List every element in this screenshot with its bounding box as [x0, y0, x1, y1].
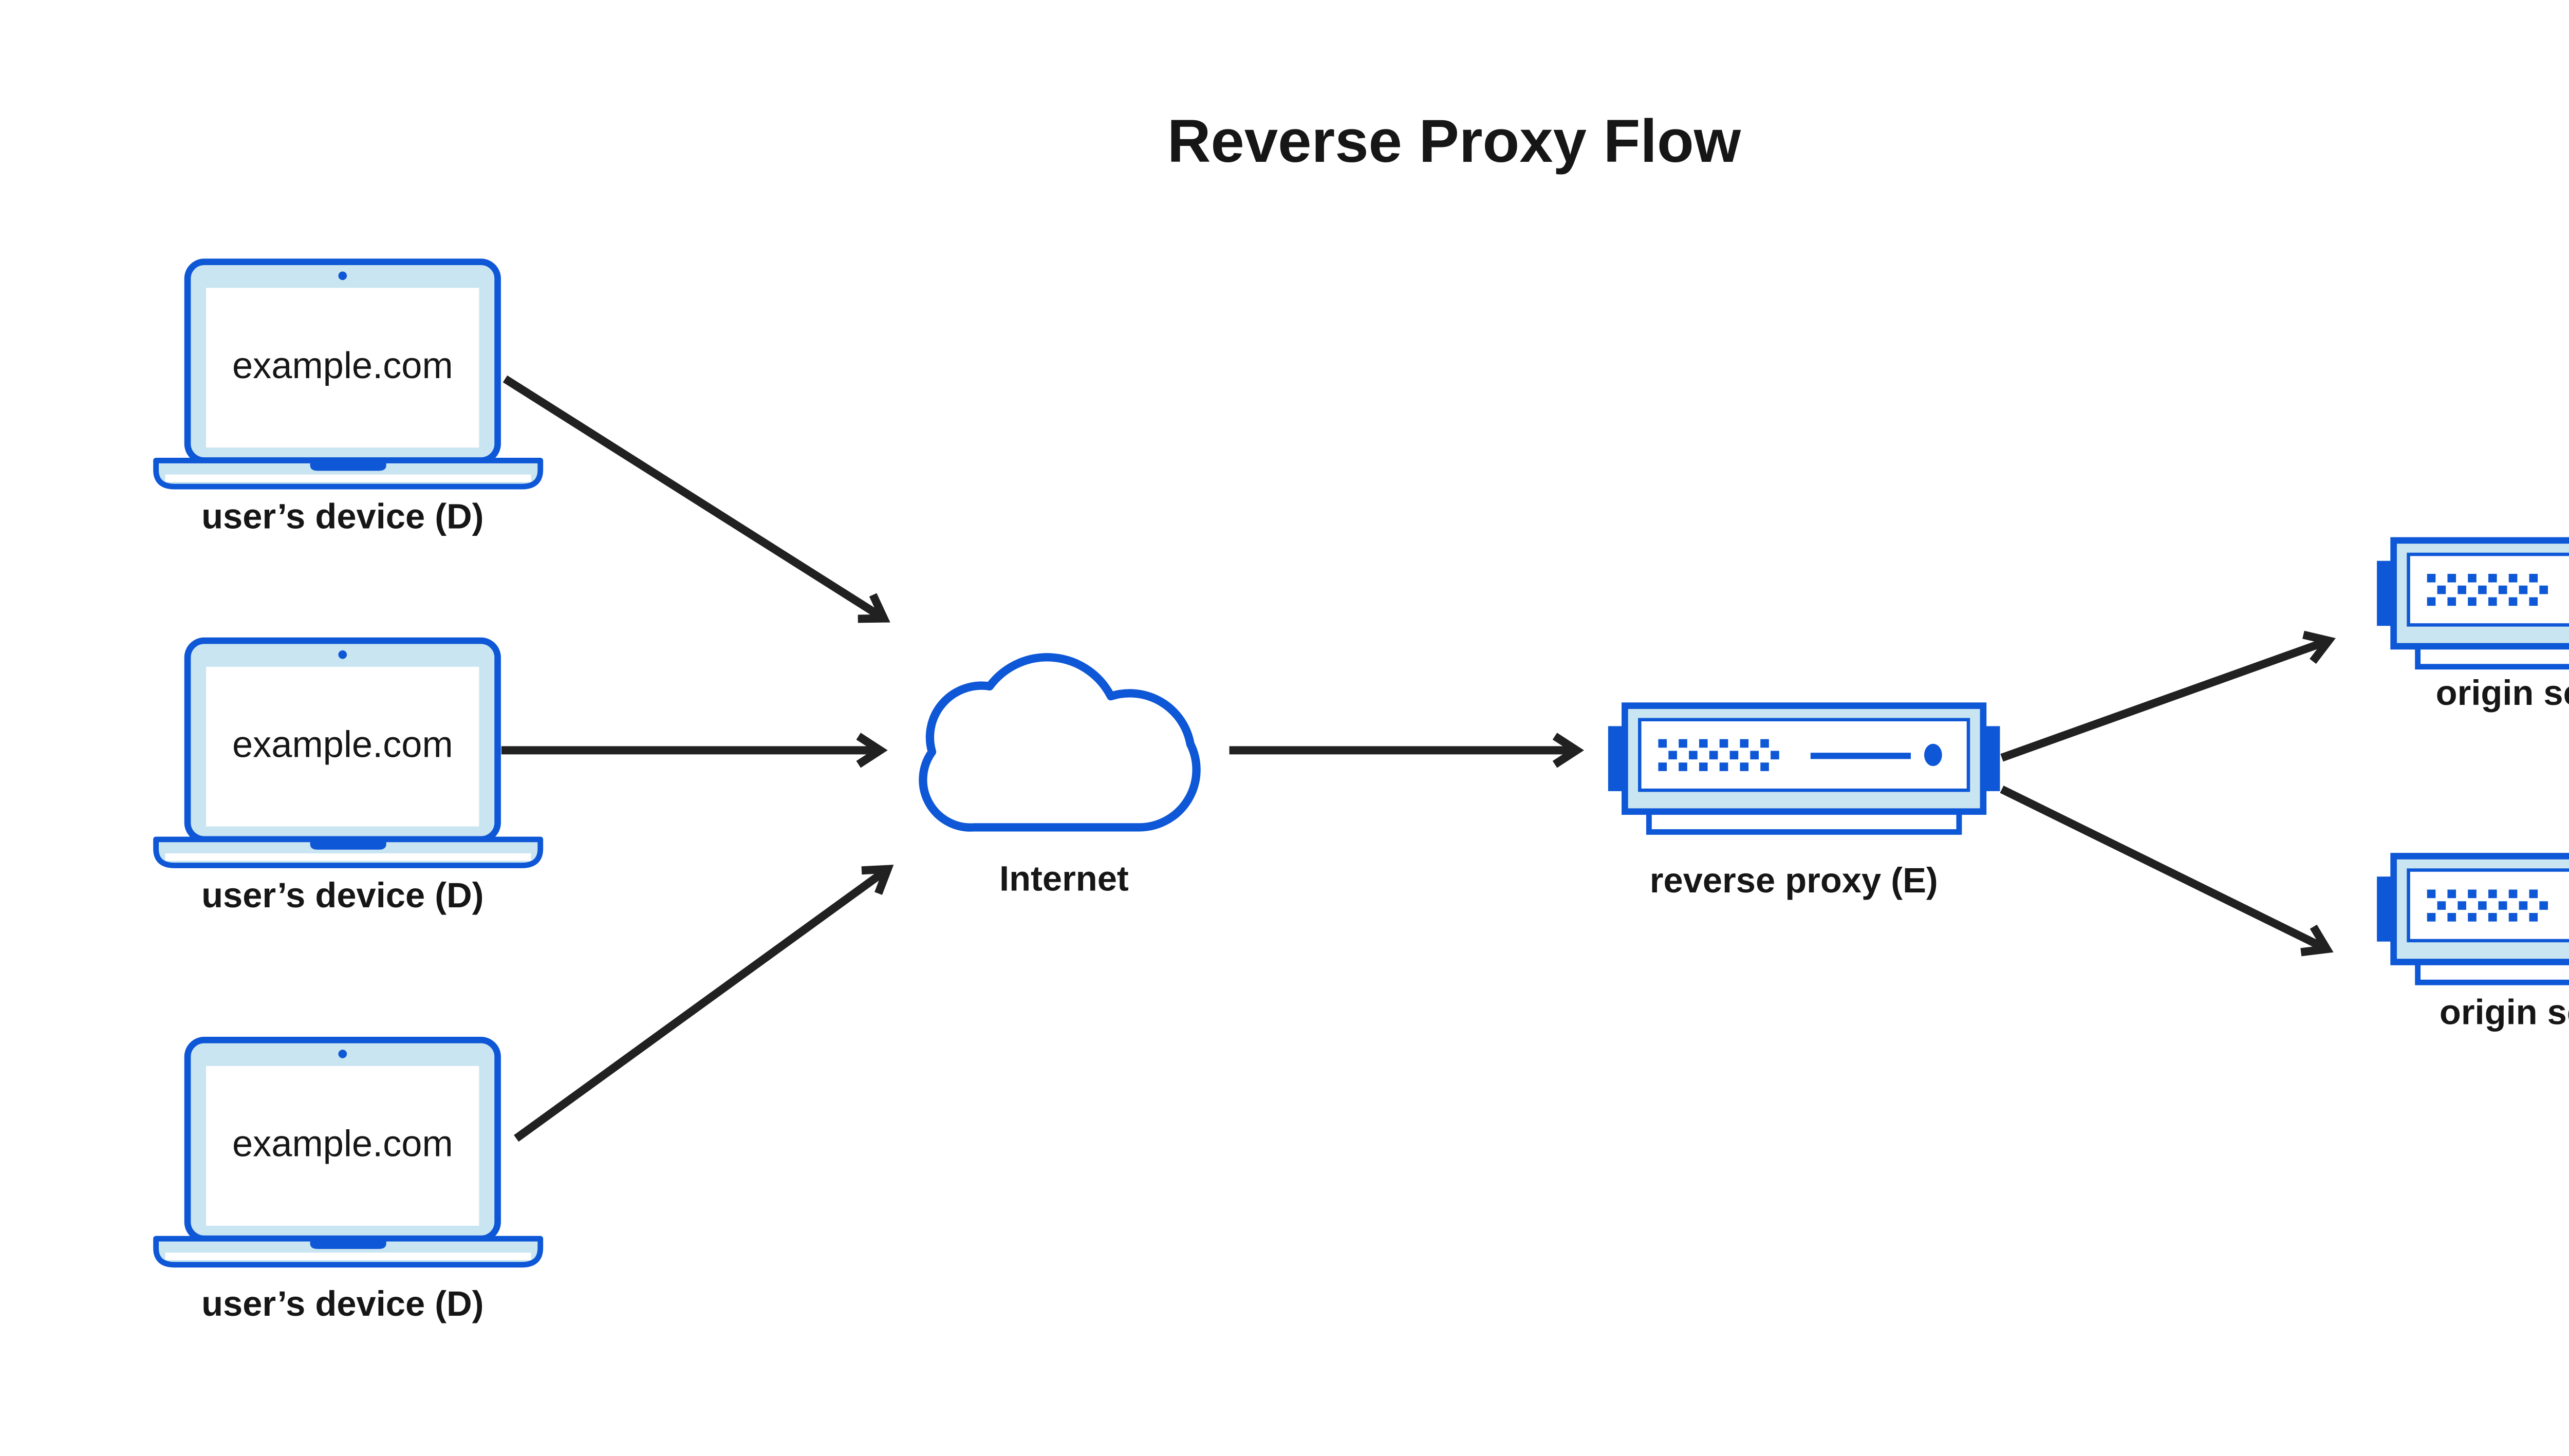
arrow-internet-to-proxy [1229, 733, 1585, 768]
arrow-proxy-to-origin1 [2000, 630, 2336, 762]
device-screen-text: example.com [232, 345, 453, 386]
internet-label: Internet [999, 858, 1129, 898]
device-label: user’s device (D) [201, 875, 483, 915]
internet-node: Internet [923, 657, 1196, 898]
device-label: user’s device (D) [201, 496, 483, 536]
server-icon [1608, 706, 2000, 832]
user-device-node-1: example.com user’s device (D) [156, 262, 541, 536]
user-device-node-3: example.com user’s device (D) [156, 1040, 541, 1323]
server-icon [2377, 540, 2569, 667]
reverse-proxy-label: reverse proxy (E) [1650, 861, 1938, 900]
origin-server-node-1: origin server (F) [2377, 540, 2569, 713]
user-device-node-2: example.com user’s device (D) [156, 641, 541, 915]
origin-server-label: origin server (F) [2436, 673, 2569, 713]
arrow-device1-to-internet [502, 375, 890, 623]
arrow-device2-to-internet [501, 733, 888, 768]
cloud-icon [923, 657, 1196, 827]
origin-server-label: origin server (F) [2440, 993, 2569, 1032]
device-screen-text: example.com [232, 1124, 453, 1165]
device-screen-text: example.com [232, 724, 453, 766]
reverse-proxy-node: reverse proxy (E) [1608, 706, 2000, 900]
origin-server-node-2: origin server (F) [2377, 856, 2569, 1032]
device-label: user’s device (D) [201, 1284, 483, 1323]
page-title: Reverse Proxy Flow [1167, 107, 1741, 175]
server-icon [2377, 856, 2569, 982]
arrow-device3-to-internet [514, 865, 894, 1142]
arrow-proxy-to-origin2 [2000, 786, 2334, 957]
